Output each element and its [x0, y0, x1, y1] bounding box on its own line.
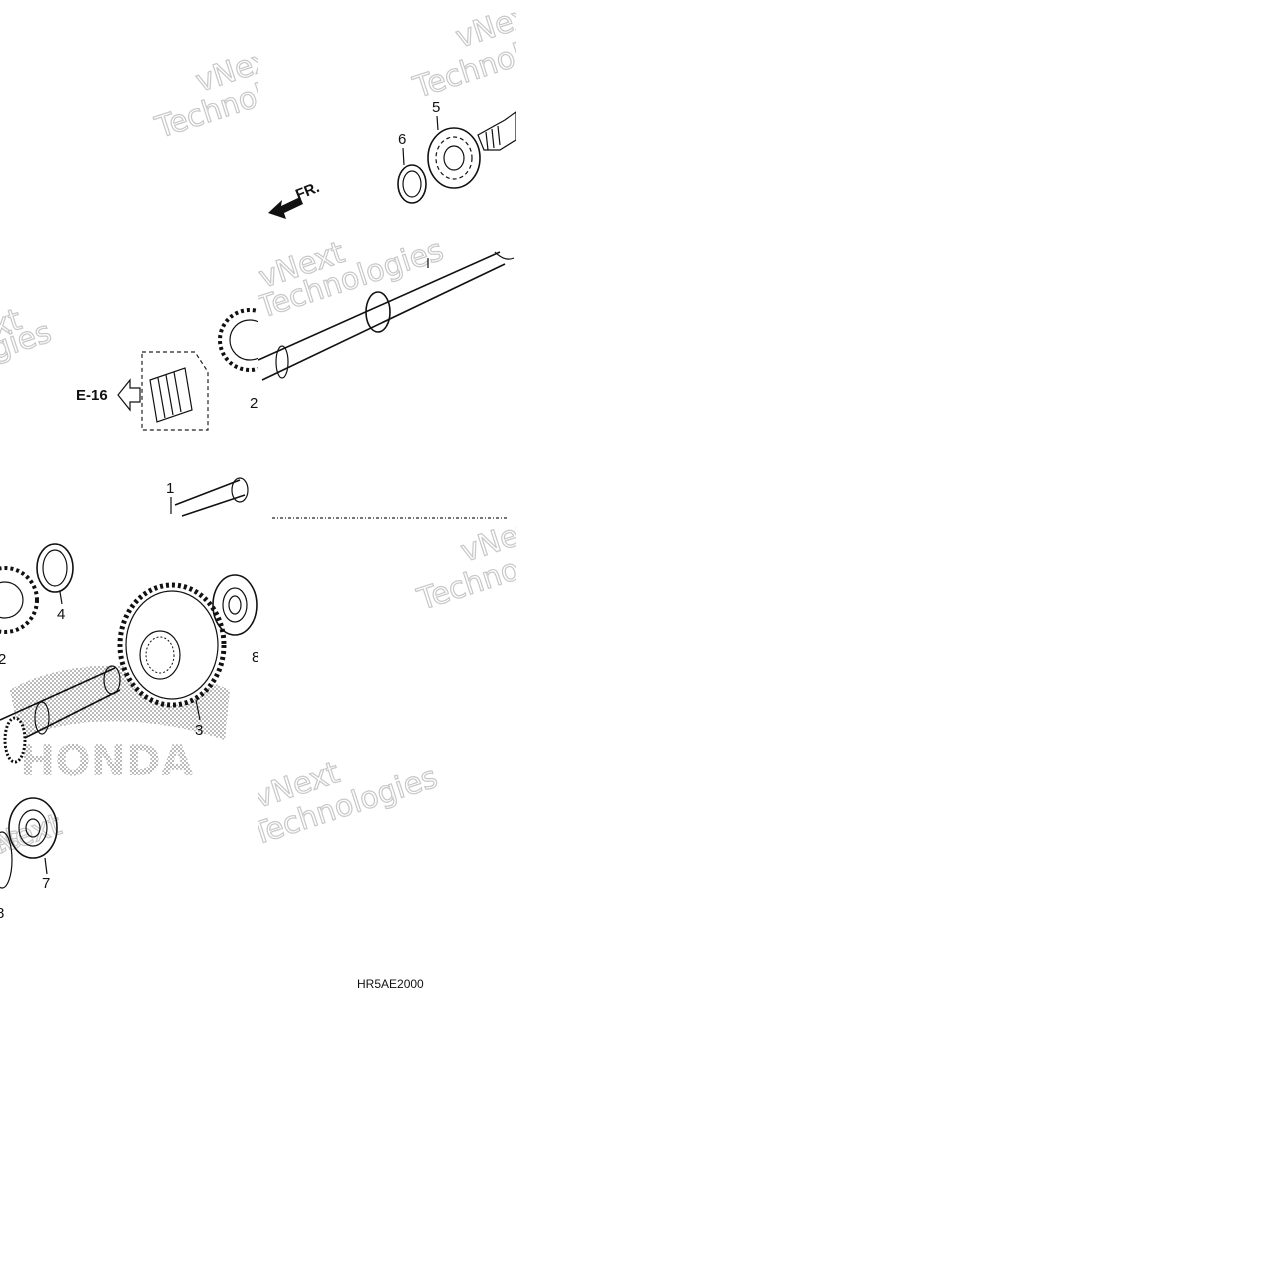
bearing-5 [427, 127, 481, 189]
arrow-left-icon [117, 378, 141, 412]
svg-text:FR.: FR. [293, 179, 322, 204]
reference-label: E-16 [76, 387, 108, 404]
oil-seal-6 [397, 164, 427, 204]
countershaft [0, 665, 121, 764]
part-number: 7 [42, 875, 50, 892]
front-direction-arrow: FR. [268, 179, 322, 219]
long-shaft [258, 251, 515, 381]
mainshaft-1 [174, 477, 249, 517]
gear-2-upper [218, 308, 258, 372]
shaft-spline-end [477, 111, 516, 151]
part-number: 4 [57, 606, 65, 623]
washer-8 [0, 831, 13, 889]
part-number: 8 [0, 905, 4, 922]
part-number: 8 [252, 649, 260, 666]
part-number: 3 [195, 722, 203, 739]
bearing-7 [8, 797, 58, 859]
spline-part [149, 367, 193, 423]
part-number: 6 [398, 131, 406, 148]
part-number: 2 [0, 651, 6, 668]
gear-2-lower [0, 566, 39, 634]
reference-box [141, 351, 209, 431]
part-number: 1 [166, 480, 174, 497]
gear-3 [117, 582, 227, 708]
bearing-8-upper [212, 574, 258, 636]
watermark: Technologies [0, 315, 56, 408]
svg-text:HONDA: HONDA [20, 736, 194, 785]
washer-4 [36, 543, 74, 593]
diagram-code: HR5AE2000 [357, 977, 424, 991]
part-number: 5 [432, 99, 440, 116]
part-number: 2 [250, 395, 258, 412]
